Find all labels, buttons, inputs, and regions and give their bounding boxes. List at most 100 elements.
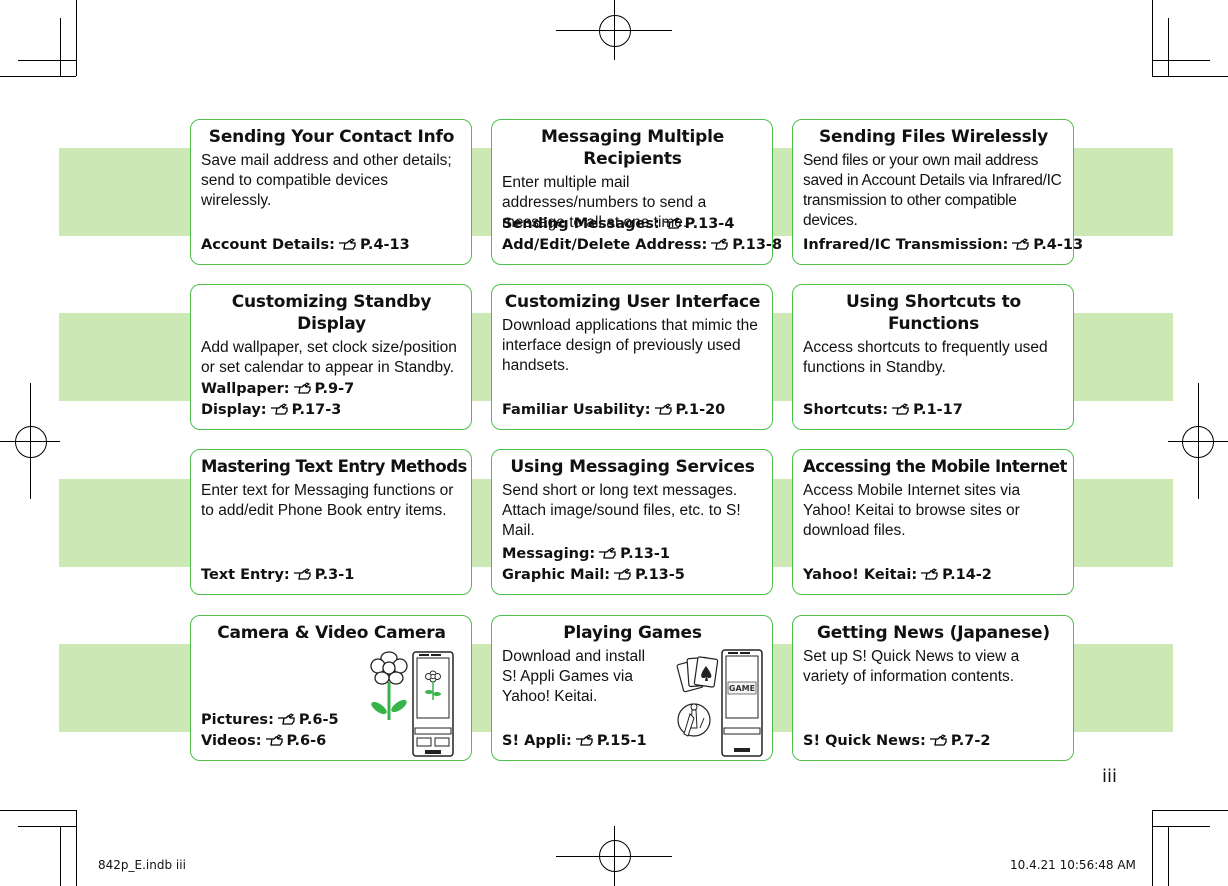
pointing-hand-icon: [265, 734, 283, 746]
reference-label: Sending Messages:: [502, 216, 660, 232]
feature-card: Using Messaging Services Send short or l…: [491, 449, 773, 595]
card-title: Messaging Multiple Recipients: [540, 127, 725, 169]
crop-mark: [76, 0, 77, 76]
crop-mark: [1152, 76, 1228, 77]
reference-list: Infrared/IC Transmission: P.4-13: [803, 235, 1083, 256]
reference-label: Account Details:: [201, 237, 335, 253]
reference-list: Yahoo! Keitai:P.14-2: [803, 565, 992, 586]
pointing-hand-icon: [338, 238, 356, 250]
feature-card: Customizing User Interface Download appl…: [491, 284, 773, 430]
reference-list: Text Entry:P.3-1: [201, 565, 354, 586]
reference-page: P.3-1: [314, 567, 355, 583]
crop-mark: [60, 826, 61, 886]
feature-card: Using Shortcuts to Functions Access shor…: [792, 284, 1074, 430]
reference-link[interactable]: S! Appli:P.15-1: [502, 731, 647, 752]
reference-list: Familiar Usability:P.1-20: [502, 400, 725, 421]
reference-page: P.13-1: [620, 546, 670, 562]
reference-list: Shortcuts:P.1-17: [803, 400, 963, 421]
reference-link[interactable]: S! Quick News:P.7-2: [803, 731, 990, 752]
reference-link[interactable]: Yahoo! Keitai:P.14-2: [803, 565, 992, 586]
feature-card: Customizing Standby Display Add wallpape…: [190, 284, 472, 430]
crop-mark: [1152, 826, 1210, 827]
card-title: Accessing the Mobile Internet: [803, 457, 1067, 476]
reference-label: S! Quick News:: [803, 733, 926, 749]
reference-list: Sending Messages:P.13-4 Add/Edit/Delete …: [502, 214, 782, 256]
reference-link[interactable]: Videos:P.6-6: [201, 731, 339, 752]
card-description: Save mail address and other details; sen…: [201, 152, 452, 209]
registration-mark: [15, 426, 47, 458]
reference-link[interactable]: Messaging:P.13-1: [502, 544, 685, 565]
crop-mark: [1152, 810, 1153, 886]
reference-link[interactable]: Pictures:P.6-5: [201, 710, 339, 731]
reference-link[interactable]: Account Details:P.4-13: [201, 235, 410, 256]
reference-link[interactable]: Graphic Mail: P.13-5: [502, 565, 685, 586]
reference-link[interactable]: Wallpaper: P.9-7: [201, 379, 354, 400]
reference-list: Wallpaper: P.9-7 Display:P.17-3: [201, 379, 354, 421]
card-description: Enter text for Messaging functions or to…: [201, 482, 454, 519]
crop-mark: [1168, 18, 1169, 76]
reference-label: Shortcuts:: [803, 402, 889, 418]
pointing-hand-icon: [293, 568, 311, 580]
feature-card: Playing Games Download and install S! Ap…: [491, 615, 773, 761]
reference-page: P.17-3: [291, 402, 342, 418]
card-description: Access Mobile Internet sites via Yahoo! …: [803, 482, 1021, 539]
pointing-hand-icon: [654, 403, 672, 415]
feature-card: Camera & Video Camera Pictures:P.: [190, 615, 472, 761]
reference-page: P.13-8: [732, 237, 783, 253]
reference-page: P.13-5: [635, 567, 685, 583]
card-description: Send short or long text messages. Attach…: [502, 482, 741, 539]
crop-mark: [0, 76, 76, 77]
pointing-hand-icon: [663, 217, 681, 229]
pointing-hand-icon: [599, 547, 616, 559]
reference-link[interactable]: Add/Edit/Delete Address:P.13-8: [502, 235, 782, 256]
crop-mark: [0, 810, 76, 811]
card-title: Camera & Video Camera: [217, 623, 446, 643]
pointing-hand-icon: [575, 734, 593, 746]
reference-link[interactable]: Sending Messages:P.13-4: [502, 214, 782, 235]
reference-label: Graphic Mail:: [502, 567, 611, 583]
card-description: Download and install S! Appli Games via …: [502, 648, 646, 705]
reference-label: Videos:: [201, 733, 262, 749]
feature-card: Messaging Multiple Recipients Enter mult…: [491, 119, 782, 265]
reference-page: P.4-13: [1033, 237, 1084, 253]
pointing-hand-icon: [1012, 238, 1029, 250]
reference-label: Wallpaper:: [201, 381, 290, 397]
reference-label: Familiar Usability:: [502, 402, 651, 418]
card-title: Customizing Standby Display: [231, 292, 432, 334]
crop-mark: [60, 18, 61, 76]
game-screen-text: GAME: [729, 684, 755, 693]
card-title: Playing Games: [563, 623, 702, 643]
feature-card: Sending Your Contact Info Save mail addr…: [190, 119, 472, 265]
reference-page: P.9-7: [314, 381, 355, 397]
footer-timestamp: 10.4.21 10:56:48 AM: [1010, 858, 1136, 872]
registration-mark: [599, 840, 631, 872]
card-description: Enter multiple mail addresses/numbers to…: [502, 174, 707, 231]
reference-list: Messaging:P.13-1 Graphic Mail: P.13-5: [502, 544, 685, 586]
reference-link[interactable]: Text Entry:P.3-1: [201, 565, 354, 586]
reference-link[interactable]: Familiar Usability:P.1-20: [502, 400, 725, 421]
reference-label: Infrared/IC Transmission:: [803, 237, 1009, 253]
crop-mark: [18, 826, 76, 827]
crop-mark: [1152, 0, 1153, 76]
reference-label: Pictures:: [201, 712, 274, 728]
pointing-hand-icon: [614, 568, 631, 580]
reference-link[interactable]: Shortcuts:P.1-17: [803, 400, 963, 421]
reference-list: Pictures:P.6-5 Videos:P.6-6: [201, 710, 339, 752]
reference-link[interactable]: Display:P.17-3: [201, 400, 354, 421]
crop-mark: [1152, 60, 1210, 61]
feature-card: Sending Files Wirelessly Send files or y…: [792, 119, 1083, 265]
footer-file-info: 842p_E.indb iii: [98, 858, 186, 872]
card-description: Send files or your own mail address save…: [803, 152, 1062, 229]
registration-mark: [1182, 426, 1214, 458]
flower-phone-illustration: [370, 651, 454, 757]
card-title: Sending Files Wirelessly: [818, 127, 1049, 147]
card-description: Set up S! Quick News to view a variety o…: [803, 648, 1020, 685]
reference-link[interactable]: Infrared/IC Transmission: P.4-13: [803, 235, 1083, 256]
card-description: Access shortcuts to frequently used func…: [803, 339, 1048, 376]
pointing-hand-icon: [293, 382, 311, 394]
reference-list: Account Details:P.4-13: [201, 235, 410, 256]
pointing-hand-icon: [270, 403, 288, 415]
pointing-hand-icon: [929, 734, 947, 746]
card-description: Add wallpaper, set clock size/position o…: [201, 339, 457, 376]
reference-list: S! Appli:P.15-1: [502, 731, 647, 752]
